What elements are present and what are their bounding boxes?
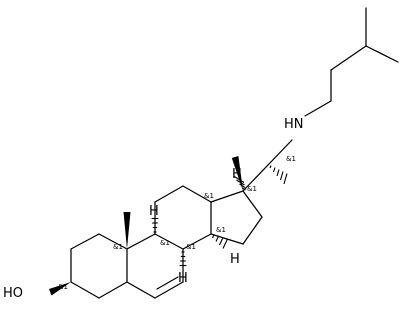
h8-label: H <box>178 271 188 286</box>
ring-b <box>126 233 184 299</box>
ring-d <box>210 190 263 245</box>
hydroxyl-label: HO <box>3 286 23 301</box>
hydroxyl-wedge <box>49 282 71 296</box>
stereo-mark-c17: &1 <box>247 185 257 193</box>
h17-label: H <box>232 167 242 182</box>
stereo-mark-c3: &1 <box>58 283 68 291</box>
stereo-mark-c10: &1 <box>113 243 123 251</box>
stereo-wedges <box>49 156 243 296</box>
stereo-mark-c20: &1 <box>286 155 296 163</box>
ring-c <box>154 185 212 250</box>
stereo-mark-c8: &1 <box>186 243 196 251</box>
stereo-mark-c13: &1 <box>204 192 214 200</box>
methyl-c19-wedge <box>123 212 131 249</box>
h14-label: H <box>230 252 240 267</box>
side-chain <box>242 7 399 192</box>
stereo-hashes <box>151 165 288 267</box>
amine-label: HN <box>284 117 304 132</box>
stereo-mark-c9: &1 <box>160 239 170 247</box>
stereo-mark-c14: &1 <box>216 226 226 234</box>
h9-label: H <box>149 204 159 219</box>
double-bond-5-6 <box>156 276 179 290</box>
ring-a <box>70 233 128 299</box>
